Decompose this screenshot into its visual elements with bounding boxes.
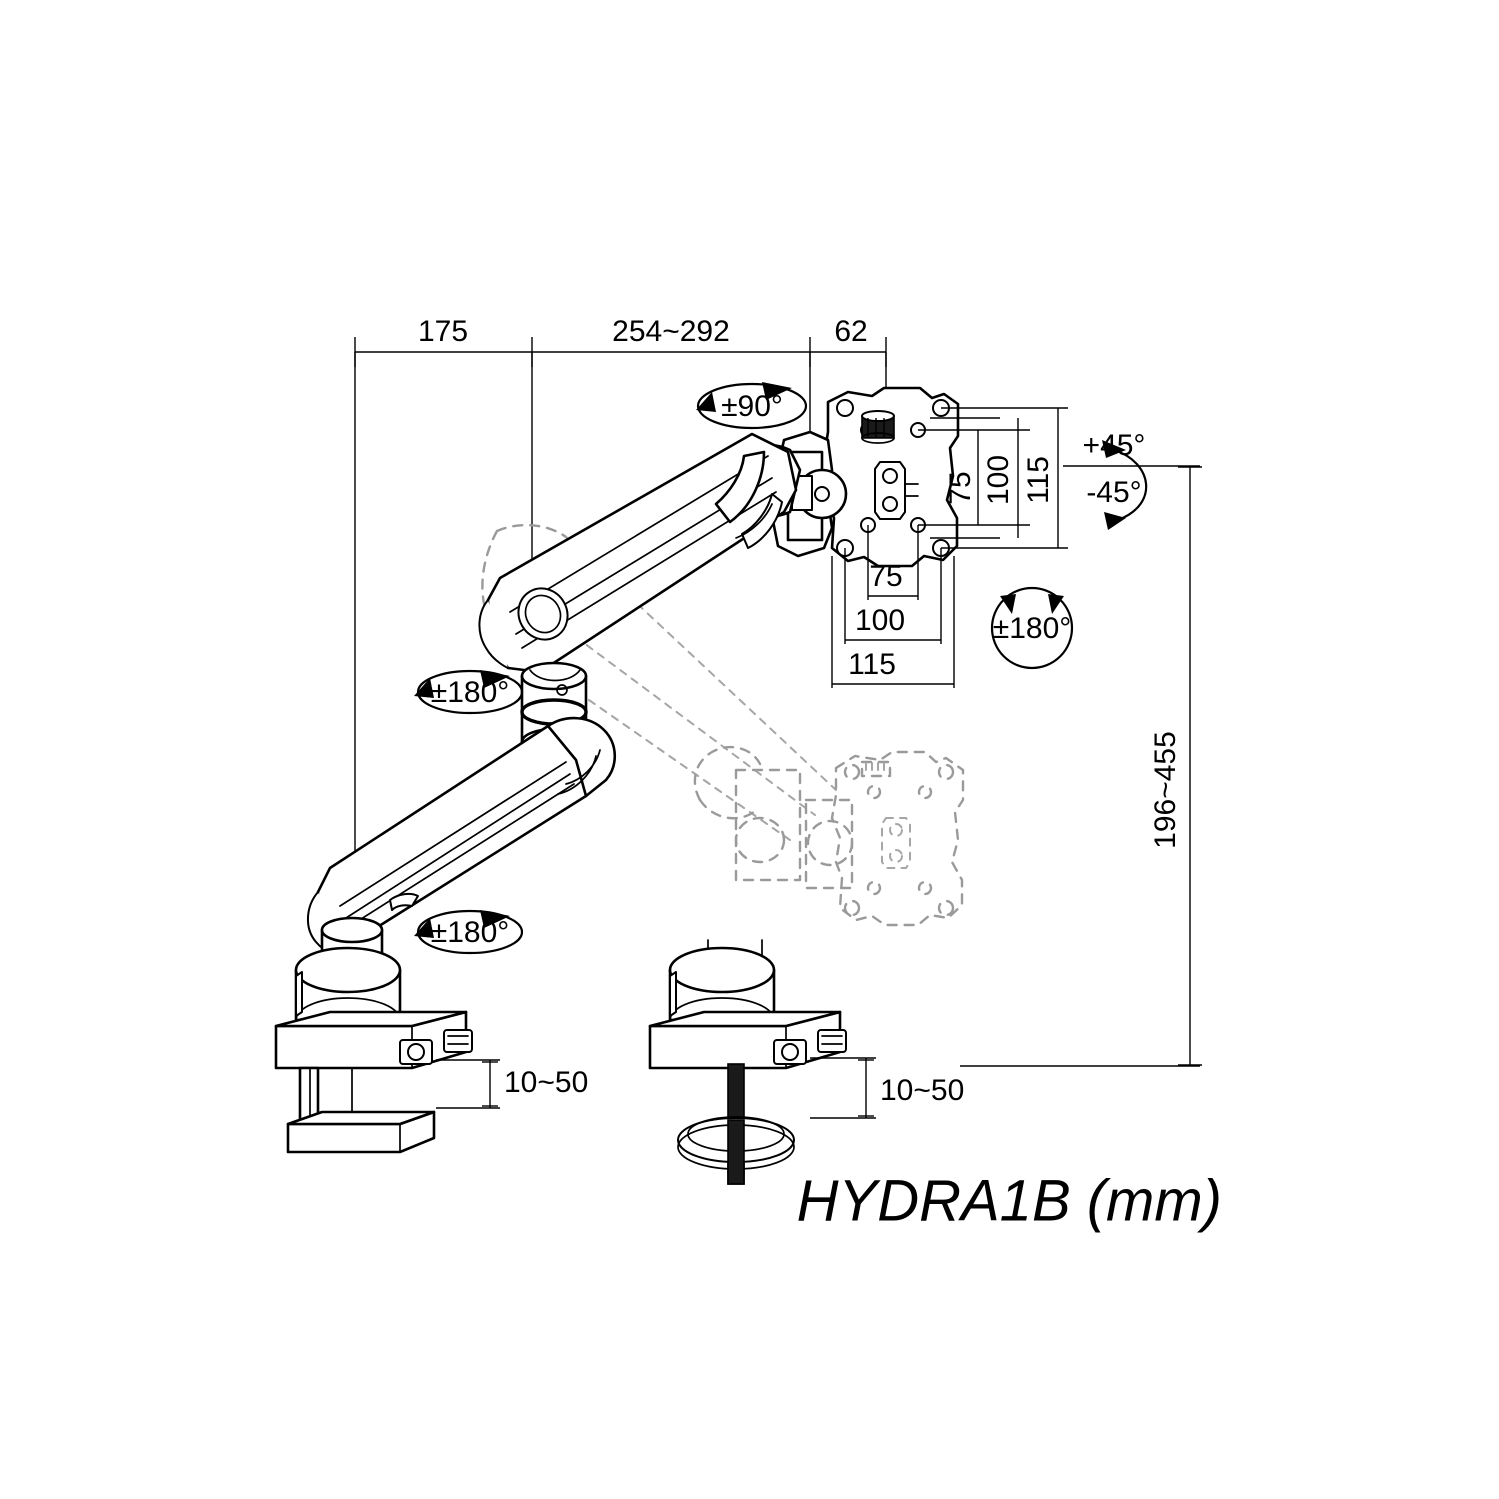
- upper-arm-gas-spring: [478, 432, 798, 674]
- callout-base-180-label: ±180°: [431, 916, 510, 949]
- dim-clamp-thickness-grommet: 10~50: [880, 1074, 964, 1107]
- dim-clamp-thickness-cclamp-group: 10~50: [436, 1059, 588, 1109]
- top-dimension-group: 175 254~292 62: [354, 315, 887, 1000]
- desk-mount-grommet: [648, 939, 847, 1185]
- dim-clamp-thickness-grommet-group: 10~50: [810, 1057, 964, 1119]
- dim-vesa-h-115: 115: [848, 648, 896, 681]
- dim-vesa-v-100: 100: [982, 455, 1015, 505]
- callout-tilt-45: +45° -45°: [1083, 429, 1148, 530]
- callout-elbow-180-label: ±180°: [431, 676, 510, 709]
- callout-swivel-90: ±90°: [696, 382, 808, 430]
- dim-reach-base: 175: [418, 315, 468, 348]
- callout-rotation-180-label: ±180°: [993, 612, 1072, 645]
- dim-vesa-h-100: 100: [855, 604, 905, 637]
- vesa-vertical-dimensions: 75 100 115: [918, 407, 1068, 549]
- dim-vesa-offset: 62: [834, 315, 867, 348]
- callout-elbow-180: ±180°: [414, 669, 524, 715]
- callout-base-180: ±180°: [414, 909, 524, 955]
- dim-vesa-h-75: 75: [869, 560, 902, 593]
- dim-clamp-thickness-cclamp: 10~50: [504, 1066, 588, 1099]
- callout-tilt-plus-45-label: +45°: [1083, 429, 1146, 462]
- vesa-horizontal-dimensions: 75 100 115: [831, 525, 955, 688]
- dim-vesa-v-75: 75: [944, 471, 977, 504]
- lower-arm: [307, 716, 617, 956]
- dim-height-range: 196~455: [1149, 731, 1182, 849]
- callout-rotation-180: ±180°: [990, 586, 1074, 670]
- height-range-dimension: 196~455: [960, 465, 1202, 1067]
- callout-tilt-minus-45-label: -45°: [1086, 476, 1141, 509]
- callout-swivel-90-label: ±90°: [721, 390, 783, 423]
- desk-clamp-cclamp: [274, 946, 473, 1154]
- drawing-title: HYDRA1B (mm): [797, 1168, 1222, 1233]
- dim-vesa-v-115: 115: [1022, 456, 1055, 504]
- dim-reach-arm: 254~292: [612, 315, 730, 348]
- vesa-mounting-plate: [822, 386, 960, 568]
